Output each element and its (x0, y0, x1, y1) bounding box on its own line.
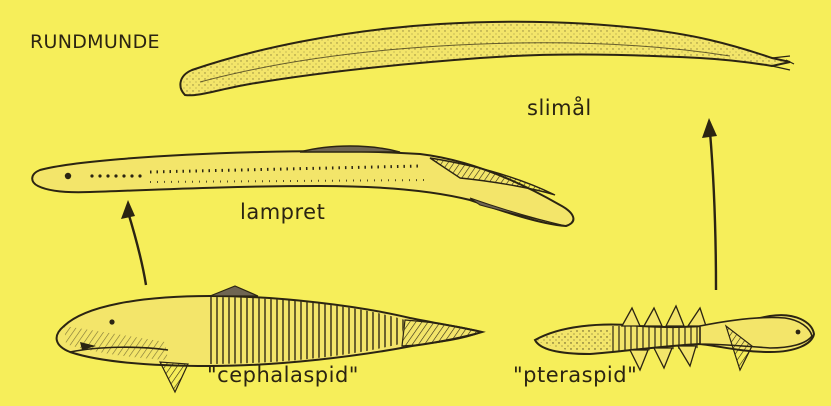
evolution-arrow-right (702, 118, 717, 290)
label-slimaal: slimål (527, 96, 592, 120)
hagfish-illustration (180, 22, 794, 96)
label-lamprey: lampret (240, 200, 325, 224)
pteraspid-illustration (535, 306, 814, 370)
label-cephalaspid: "cephalaspid" (207, 363, 359, 387)
label-pteraspid: "pteraspid" (513, 363, 637, 387)
diagram-title: RUNDMUNDE (30, 31, 160, 53)
evolution-arrow-left (121, 200, 146, 285)
